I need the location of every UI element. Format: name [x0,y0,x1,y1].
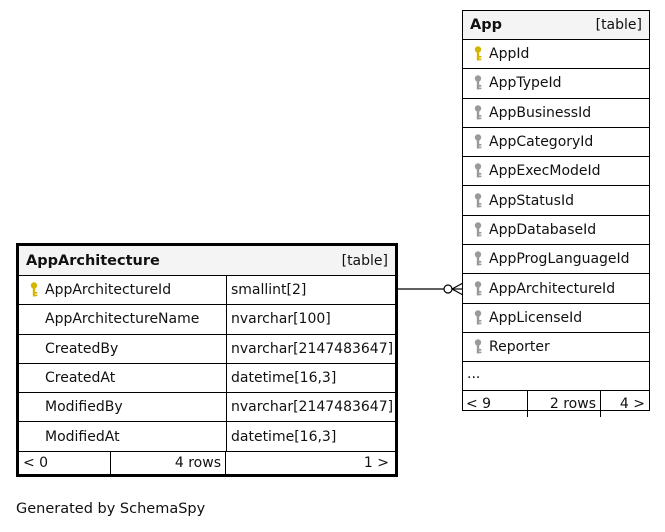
column-name: AppArchitectureId [45,282,172,299]
arch-column-row[interactable]: CreatedAt datetime[16,3] [19,363,395,394]
foreign-key-icon [474,134,482,149]
app-column-row[interactable]: AppLicenseId [463,304,649,333]
app-table-footer: < 9 2 rows 4 > [463,391,649,418]
app-column-row[interactable]: AppId [463,40,649,70]
app-column-cell: AppStatusId [463,186,574,214]
arch-table-name: AppArchitecture [26,252,160,269]
column-type: nvarchar[100] [226,305,395,334]
app-column-row[interactable]: AppArchitectureId [463,274,649,304]
arch-column-row[interactable]: ModifiedAt datetime[16,3] [19,422,395,452]
foreign-key-icon [474,222,482,237]
column-name: AppDatabaseId [489,221,597,238]
column-name: CreatedBy [45,340,119,357]
app-column-row[interactable]: AppProgLanguageId [463,245,649,275]
column-name: Reporter [489,339,550,356]
app-column-row[interactable]: AppCategoryId [463,128,649,158]
app-column-row[interactable]: AppExecModeId [463,157,649,187]
app-column-cell: AppLicenseId [463,304,582,332]
app-parents-count[interactable]: < 9 [463,391,528,418]
arch-column-row[interactable]: AppArchitectureId smallint[2] [19,276,395,306]
foreign-key-icon [474,280,482,296]
app-table-name: App [470,17,502,33]
arch-table-kind: [table] [341,252,388,269]
arch-column-name-cell: ModifiedBy [19,393,226,421]
foreign-key-icon [474,75,482,90]
column-name: AppCategoryId [489,134,594,151]
app-column-row[interactable]: AppDatabaseId [463,216,649,246]
app-column-row[interactable]: AppBusinessId [463,99,649,128]
foreign-key-icon [474,105,482,120]
column-name: AppProgLanguageId [489,251,630,268]
app-column-cell: AppDatabaseId [463,216,596,244]
zero-cardinality-mark [443,284,453,294]
arch-column-name-cell: CreatedBy [19,335,226,363]
column-name: AppBusinessId [489,104,592,121]
column-name: AppId [489,46,530,63]
arch-column-name-cell: CreatedAt [19,364,226,392]
more-columns-indicator: ... [467,366,481,383]
app-column-cell: AppArchitectureId [463,274,615,302]
app-row-count: 2 rows [528,391,601,418]
arch-row-count: 4 rows [111,451,226,474]
app-column-cell: AppTypeId [463,69,562,97]
arch-children-count[interactable]: 1 > [363,454,389,471]
app-column-cell: AppCategoryId [463,128,593,156]
arch-table-footer: < 0 4 rows 1 > [19,451,395,474]
app-column-cell: AppId [463,40,529,68]
app-column-cell: Reporter [463,333,550,361]
column-name: AppArchitectureName [45,311,200,328]
arch-table-header: AppArchitecture [table] [19,246,395,276]
column-name: AppLicenseId [489,309,583,326]
column-name: AppTypeId [489,75,562,92]
app-column-row[interactable]: AppStatusId [463,186,649,216]
app-children-count[interactable]: 4 > [619,396,645,413]
column-type: smallint[2] [226,276,395,305]
app-table-kind: [table] [595,17,642,33]
generated-by-note: Generated by SchemaSpy [16,501,206,517]
primary-key-icon [474,46,482,61]
column-type: nvarchar[2147483647] [226,393,395,422]
app-column-cell: AppExecModeId [463,157,601,185]
app-column-cell: AppProgLanguageId [463,245,630,273]
arch-column-row[interactable]: CreatedBy nvarchar[2147483647] [19,334,395,364]
arch-column-name-cell: ModifiedAt [19,422,226,450]
arch-column-row[interactable]: ModifiedBy nvarchar[2147483647] [19,393,395,423]
column-name: ModifiedBy [45,399,123,416]
foreign-key-icon [474,192,482,208]
app-column-row[interactable]: AppTypeId [463,69,649,99]
arch-parents-count[interactable]: < 0 [19,451,111,474]
column-name: ModifiedAt [45,428,120,445]
app-column-cell: AppBusinessId [463,99,591,127]
column-type: datetime[16,3] [226,422,395,451]
column-type: datetime[16,3] [226,363,395,393]
column-name: AppStatusId [489,192,574,209]
app-table-more: ... [463,362,649,392]
arch-column-name-cell: AppArchitectureId [19,276,226,304]
column-name: CreatedAt [45,370,116,387]
column-type: nvarchar[2147483647] [226,334,395,363]
foreign-key-icon [474,310,482,325]
foreign-key-icon [474,163,482,178]
foreign-key-icon [474,251,482,266]
column-name: AppExecModeId [489,163,601,180]
arch-column-row[interactable]: AppArchitectureName nvarchar[100] [19,305,395,335]
app-column-row[interactable]: Reporter [463,333,649,363]
app-table-header: App [table] [463,11,649,40]
column-name: AppArchitectureId [489,280,616,297]
arch-column-name-cell: AppArchitectureName [19,305,226,333]
foreign-key-icon [474,339,482,354]
primary-key-icon [30,282,38,297]
app-architecture-table[interactable]: AppArchitecture [table] AppArchitectureI… [16,243,398,477]
